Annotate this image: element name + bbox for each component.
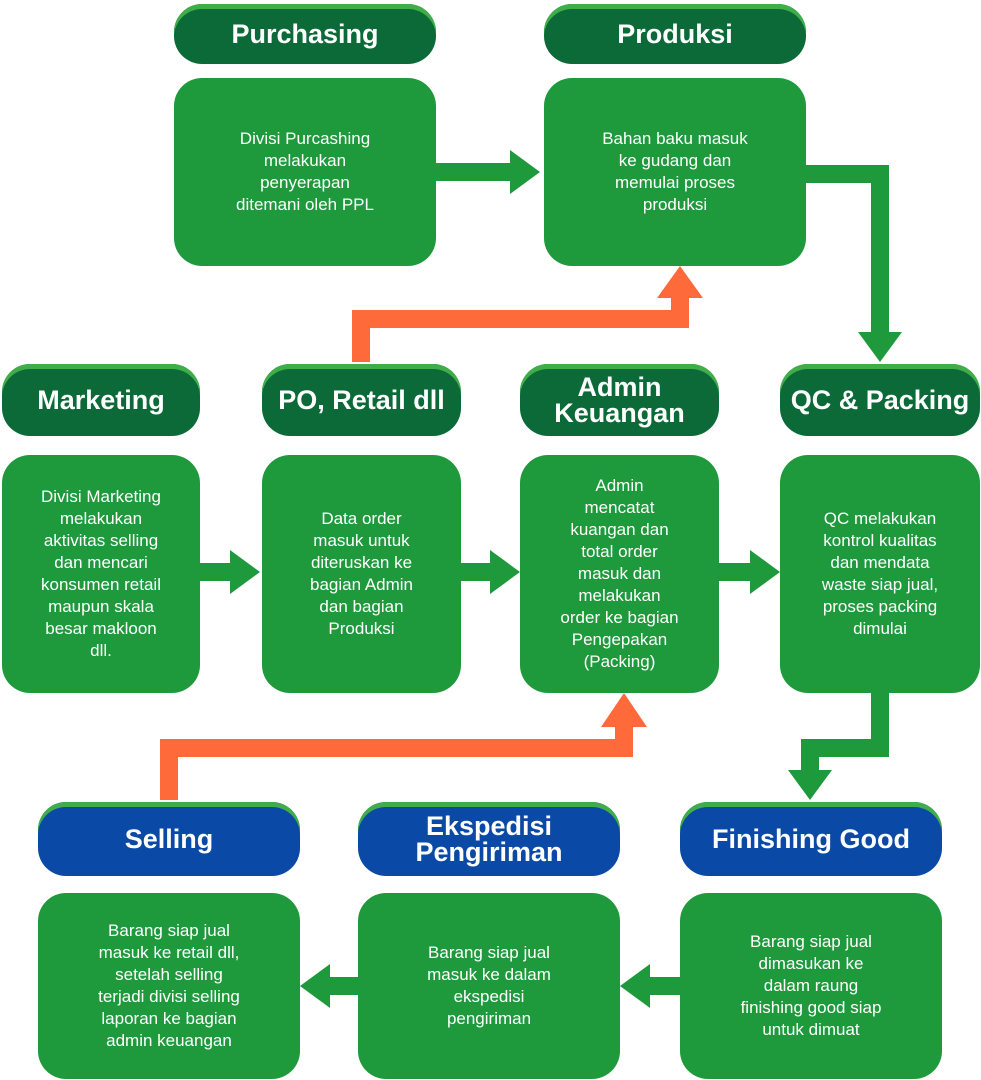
- arrow-marketing-to-po-retail: [200, 550, 260, 594]
- selling-box: Barang siap jual masuk ke retail dll, se…: [38, 893, 300, 1079]
- marketing-box: Divisi Marketing melakukan aktivitas sel…: [2, 455, 200, 693]
- arrow-selling-to-admin: [160, 693, 647, 800]
- ekspedisi-title: Ekspedisi Pengiriman: [415, 811, 563, 867]
- po-retail-text: Data order masuk untuk diteruskan ke bag…: [309, 509, 414, 638]
- selling-text: Barang siap jual masuk ke retail dll, se…: [98, 921, 240, 1050]
- ekspedisi-text: Barang siap jual masuk ke dalam ekspedis…: [427, 943, 551, 1028]
- marketing-title: Marketing: [37, 385, 165, 415]
- selling-header: Selling: [38, 802, 300, 876]
- arrow-produksi-to-qc-packing: [806, 165, 902, 362]
- arrow-po-retail-to-produksi: [352, 266, 703, 362]
- admin-keuangan-box: Admin mencatat kuangan dan total order m…: [520, 455, 719, 693]
- finishing-good-box: Barang siap jual dimasukan ke dalam raun…: [680, 893, 942, 1079]
- ekspedisi-header: Ekspedisi Pengiriman: [358, 802, 620, 876]
- purchasing-header: Purchasing: [174, 4, 436, 64]
- produksi-box: Bahan baku masuk ke gudang dan memulai p…: [544, 78, 806, 266]
- po-retail-title: PO, Retail dll: [278, 385, 445, 415]
- arrow-finishing-to-ekspedisi: [620, 964, 680, 1008]
- marketing-text: Divisi Marketing melakukan aktivitas sel…: [40, 487, 161, 660]
- po-retail-box: Data order masuk untuk diteruskan ke bag…: [262, 455, 461, 693]
- arrow-purchasing-to-produksi: [436, 150, 540, 194]
- admin-keuangan-title: Admin Keuangan: [554, 372, 685, 428]
- admin-keuangan-text: Admin mencatat kuangan dan total order m…: [560, 476, 679, 671]
- marketing-header: Marketing: [2, 364, 200, 436]
- produksi-text: Bahan baku masuk ke gudang dan memulai p…: [602, 129, 748, 214]
- finishing-good-text: Barang siap jual dimasukan ke dalam raun…: [740, 932, 882, 1039]
- finishing-good-header: Finishing Good: [680, 802, 942, 876]
- arrow-po-retail-to-admin: [461, 550, 520, 594]
- arrow-qc-packing-to-finishing: [788, 692, 889, 800]
- purchasing-box: Divisi Purcashing melakukan penyerapan d…: [174, 78, 436, 266]
- finishing-good-title: Finishing Good: [712, 824, 910, 854]
- purchasing-title: Purchasing: [231, 19, 379, 49]
- qc-packing-text: QC melakukan kontrol kualitas dan mendat…: [821, 509, 939, 638]
- produksi-title: Produksi: [617, 19, 733, 49]
- arrow-admin-to-qc-packing: [719, 550, 780, 594]
- ekspedisi-box: Barang siap jual masuk ke dalam ekspedis…: [358, 893, 620, 1079]
- arrow-ekspedisi-to-selling: [300, 964, 358, 1008]
- purchasing-text: Divisi Purcashing melakukan penyerapan d…: [236, 129, 374, 214]
- selling-title: Selling: [124, 824, 214, 854]
- admin-keuangan-header: Admin Keuangan: [520, 364, 719, 436]
- po-retail-header: PO, Retail dll: [262, 364, 461, 436]
- produksi-header: Produksi: [544, 4, 806, 64]
- qc-packing-box: QC melakukan kontrol kualitas dan mendat…: [780, 455, 980, 693]
- qc-packing-header: QC & Packing: [780, 364, 980, 436]
- qc-packing-title: QC & Packing: [790, 385, 970, 415]
